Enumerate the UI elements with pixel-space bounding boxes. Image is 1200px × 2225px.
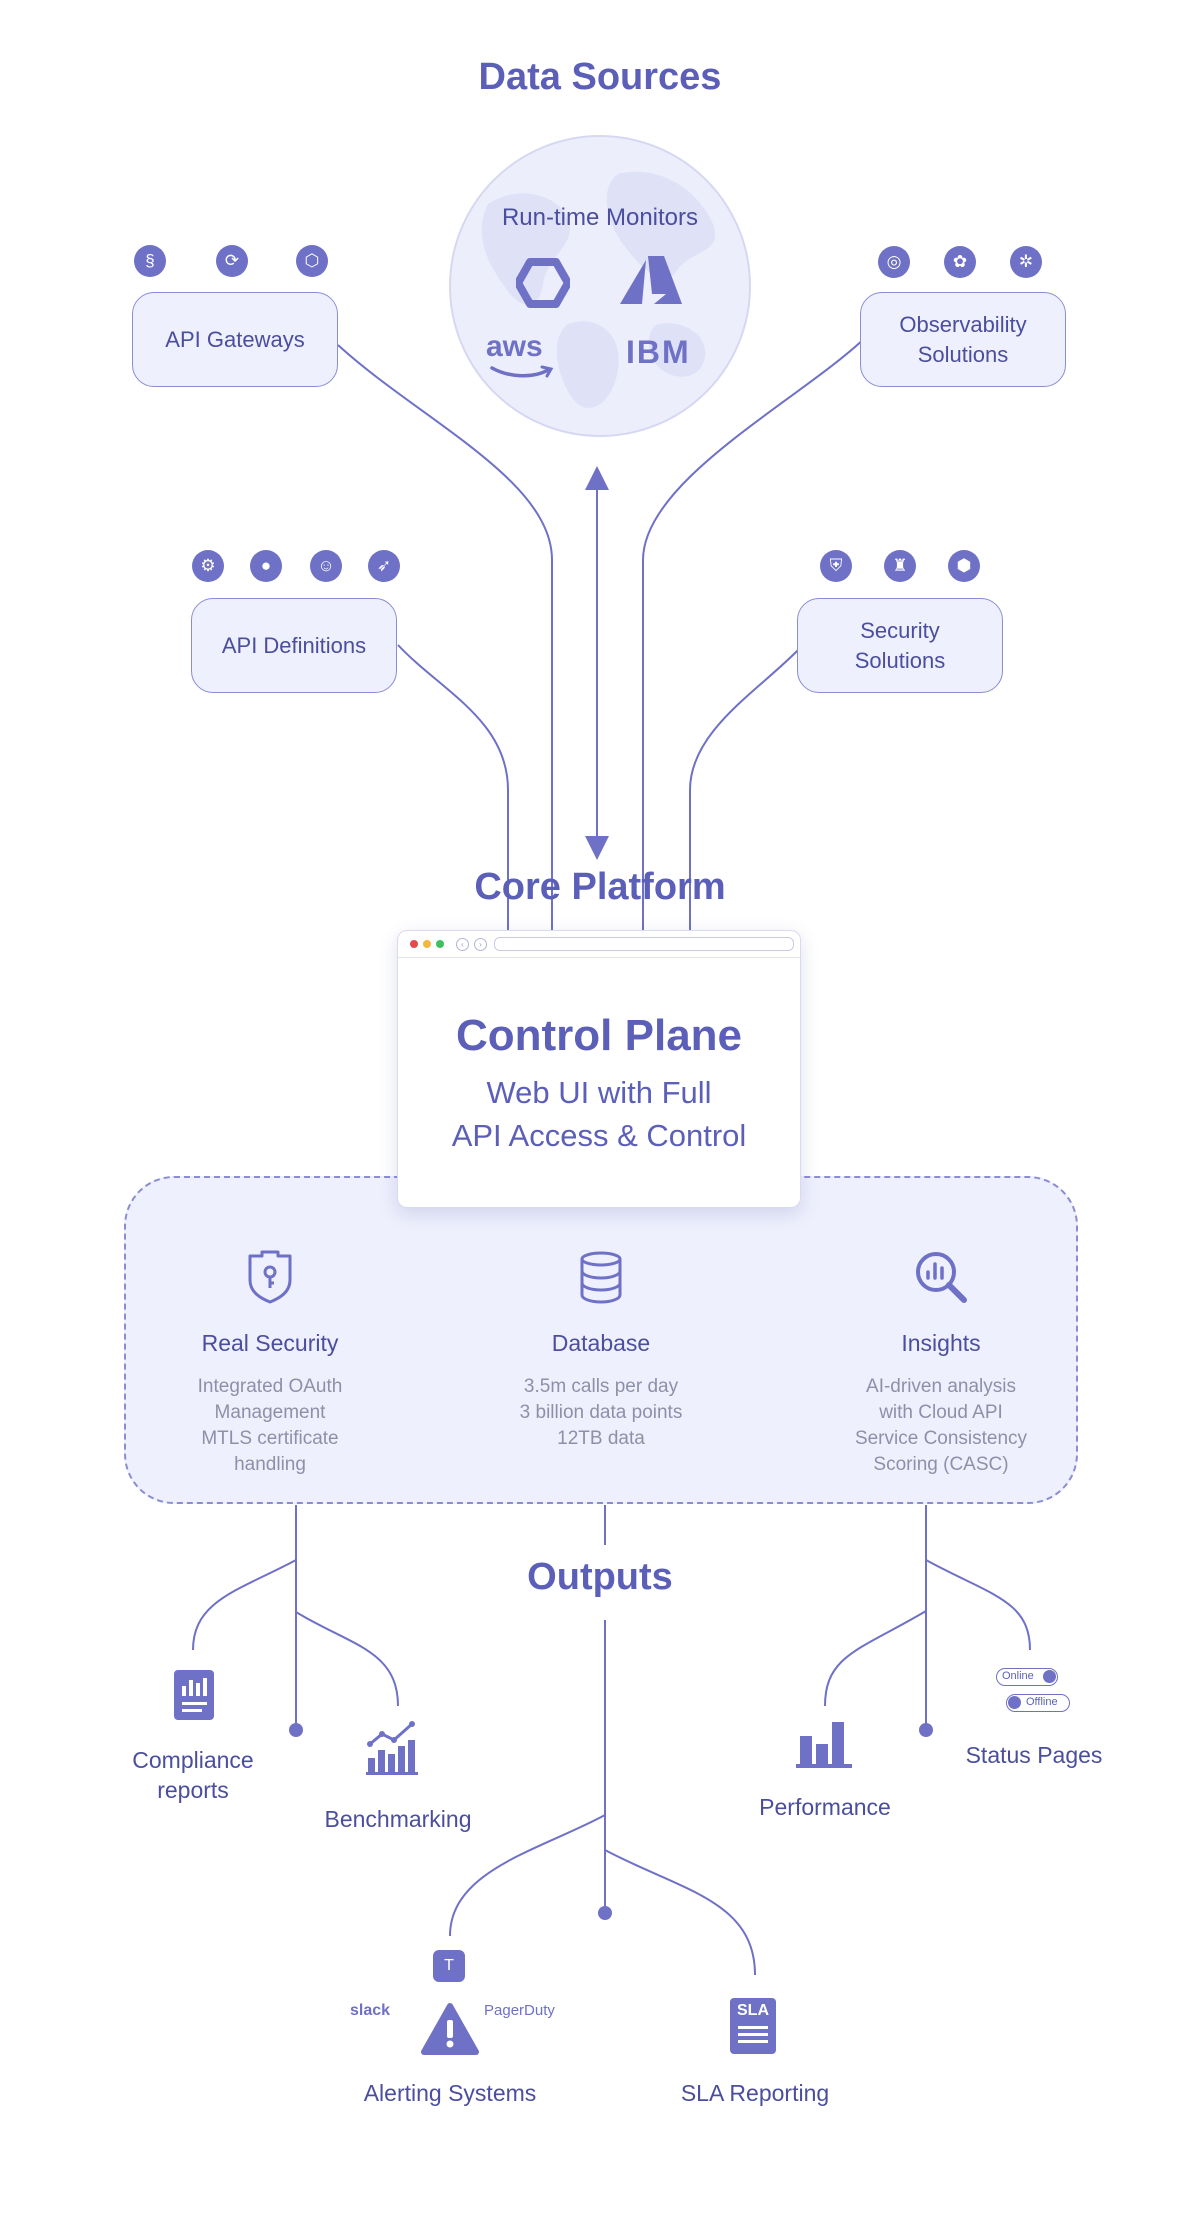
- toggle-knob: [1008, 1696, 1021, 1709]
- toggle-knob: [1043, 1670, 1056, 1683]
- benchmarking-chart-icon: [366, 1721, 418, 1775]
- feature-details-insights: AI-driven analysis with Cloud API Servic…: [810, 1374, 1072, 1478]
- feature-detail-line: AI-driven analysis: [866, 1376, 1016, 1397]
- doc-line: [738, 2026, 768, 2029]
- junction-dot-left: [289, 1723, 303, 1737]
- swagger-icon: ⚙: [192, 550, 224, 582]
- performance-bar-chart-icon: [796, 1722, 852, 1768]
- back-arrow-icon: ‹: [456, 938, 469, 951]
- benchmarking-label: Benchmarking: [324, 1806, 472, 1832]
- sla-document-icon: SLA: [730, 1998, 776, 2054]
- sla-badge: SLA: [737, 2002, 769, 2019]
- aws-logo: aws: [486, 330, 543, 363]
- teams-icon: T: [433, 1950, 465, 1982]
- security-key-icon: [248, 1250, 292, 1304]
- line-security: [689, 647, 801, 930]
- online-toggle-label: Online: [1002, 1670, 1034, 1682]
- control-plane-window: ‹ › Control Plane Web UI with Full API A…: [397, 930, 801, 1208]
- github-icon: ●: [250, 550, 282, 582]
- aws-smile-icon: [490, 365, 554, 378]
- sla-reporting-label: SLA Reporting: [680, 2080, 830, 2106]
- insights-magnifier-icon: [916, 1252, 967, 1303]
- core-platform-heading: Core Platform: [474, 866, 726, 908]
- castle-icon: ♜: [884, 550, 916, 582]
- window-maximize-dot: [436, 940, 444, 948]
- forward-arrow-icon: ›: [474, 938, 487, 951]
- alerting-systems-label: Alerting Systems: [363, 2080, 537, 2106]
- hexagon-security-icon: ⬢: [948, 550, 980, 582]
- doc-line: [738, 2040, 768, 2043]
- feature-detail-line: 12TB data: [557, 1428, 645, 1449]
- feature-details-database: 3.5m calls per day 3 billion data points…: [470, 1374, 732, 1452]
- offline-toggle: Offline: [1006, 1694, 1070, 1712]
- postman-icon: ➶: [368, 550, 400, 582]
- feature-detail-line: Scoring (CASC): [873, 1454, 1009, 1475]
- doc-line: [738, 2033, 768, 2036]
- line-alerting: [449, 1814, 606, 1937]
- grafana-icon: ◎: [878, 246, 910, 278]
- line-observability: [642, 336, 867, 930]
- shield-icon: ⛨: [820, 550, 852, 582]
- azure-icon: [620, 256, 682, 304]
- line-api-definitions: [397, 644, 509, 930]
- feature-detail-line: Management: [214, 1402, 326, 1423]
- address-bar: [494, 937, 794, 951]
- compliance-report-icon: [174, 1670, 214, 1720]
- status-pages-label: Status Pages: [965, 1742, 1103, 1768]
- globe-graphic: [449, 135, 751, 437]
- api-definitions-box: API Definitions: [191, 598, 397, 693]
- security-solutions-box: Security Solutions: [797, 598, 1003, 693]
- control-plane-title: Control Plane: [455, 1011, 743, 1060]
- line-status-pages: [925, 1559, 1031, 1651]
- robot-icon: ☺: [310, 550, 342, 582]
- feature-detail-line: 3 billion data points: [519, 1402, 683, 1423]
- line-compliance: [192, 1559, 297, 1651]
- feature-detail-line: handling: [234, 1454, 306, 1475]
- performance-label: Performance: [759, 1794, 891, 1820]
- browser-toolbar: ‹ ›: [398, 931, 800, 958]
- junction-dot-right: [919, 1723, 933, 1737]
- ibm-logo: IBM: [626, 334, 691, 370]
- feature-detail-line: 3.5m calls per day: [523, 1376, 679, 1397]
- feature-detail-line: Integrated OAuth: [197, 1376, 343, 1397]
- observability-solutions-box: Observability Solutions: [860, 292, 1066, 387]
- compliance-reports-label: Compliance reports: [132, 1747, 254, 1803]
- datadog-icon: ✿: [944, 246, 976, 278]
- online-toggle: Online: [996, 1668, 1058, 1686]
- window-minimize-dot: [423, 940, 431, 948]
- control-plane-subtitle: Web UI with Full API Access & Control: [451, 1075, 747, 1153]
- feature-details-real-security: Integrated OAuth Management MTLS certifi…: [140, 1374, 400, 1478]
- line-sla: [604, 1849, 756, 1976]
- database-icon: [580, 1251, 622, 1304]
- feature-detail-line: with Cloud API: [879, 1402, 1003, 1423]
- line-benchmarking: [295, 1611, 399, 1707]
- gcp-icon: [516, 258, 570, 308]
- window-close-dot: [410, 940, 418, 948]
- line-api-gateways: [337, 344, 553, 930]
- slack-logo: slack: [350, 2002, 391, 2019]
- offline-toggle-label: Offline: [1026, 1696, 1058, 1708]
- feature-title-insights: Insights: [901, 1330, 981, 1356]
- feature-title-database: Database: [551, 1330, 651, 1356]
- pagerduty-logo: PagerDuty: [484, 2002, 555, 2019]
- feature-detail-line: MTLS certificate: [201, 1428, 339, 1449]
- kong-icon: §: [134, 245, 166, 277]
- line-performance: [824, 1610, 927, 1707]
- alert-warning-icon: [421, 2003, 479, 2055]
- api-gateways-box: API Gateways: [132, 292, 338, 387]
- data-sources-heading: Data Sources: [478, 56, 722, 98]
- runtime-monitors-label: Run-time Monitors: [501, 204, 699, 231]
- kubernetes-icon: ✲: [1010, 246, 1042, 278]
- feature-detail-line: Service Consistency: [854, 1428, 1028, 1449]
- outputs-heading: Outputs: [527, 1556, 673, 1598]
- junction-dot-center: [598, 1906, 612, 1920]
- feature-title-real-security: Real Security: [201, 1330, 339, 1356]
- hexagon-gateway-icon: ⬡: [296, 245, 328, 277]
- apigee-icon: ⟳: [216, 245, 248, 277]
